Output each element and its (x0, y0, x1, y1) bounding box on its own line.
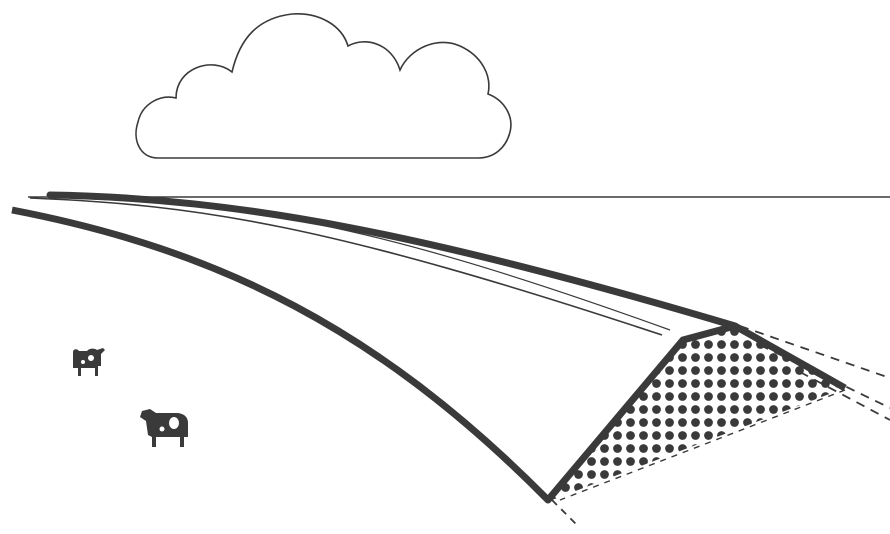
dashed-line (552, 500, 578, 526)
flap-inner-line-2 (70, 198, 670, 330)
cloud-icon (136, 14, 511, 158)
flap-inner-line (30, 198, 662, 335)
cow-icon (140, 409, 188, 447)
fold-underside (552, 326, 845, 500)
flap-top-edge (50, 195, 735, 326)
cow-icon (73, 348, 105, 376)
